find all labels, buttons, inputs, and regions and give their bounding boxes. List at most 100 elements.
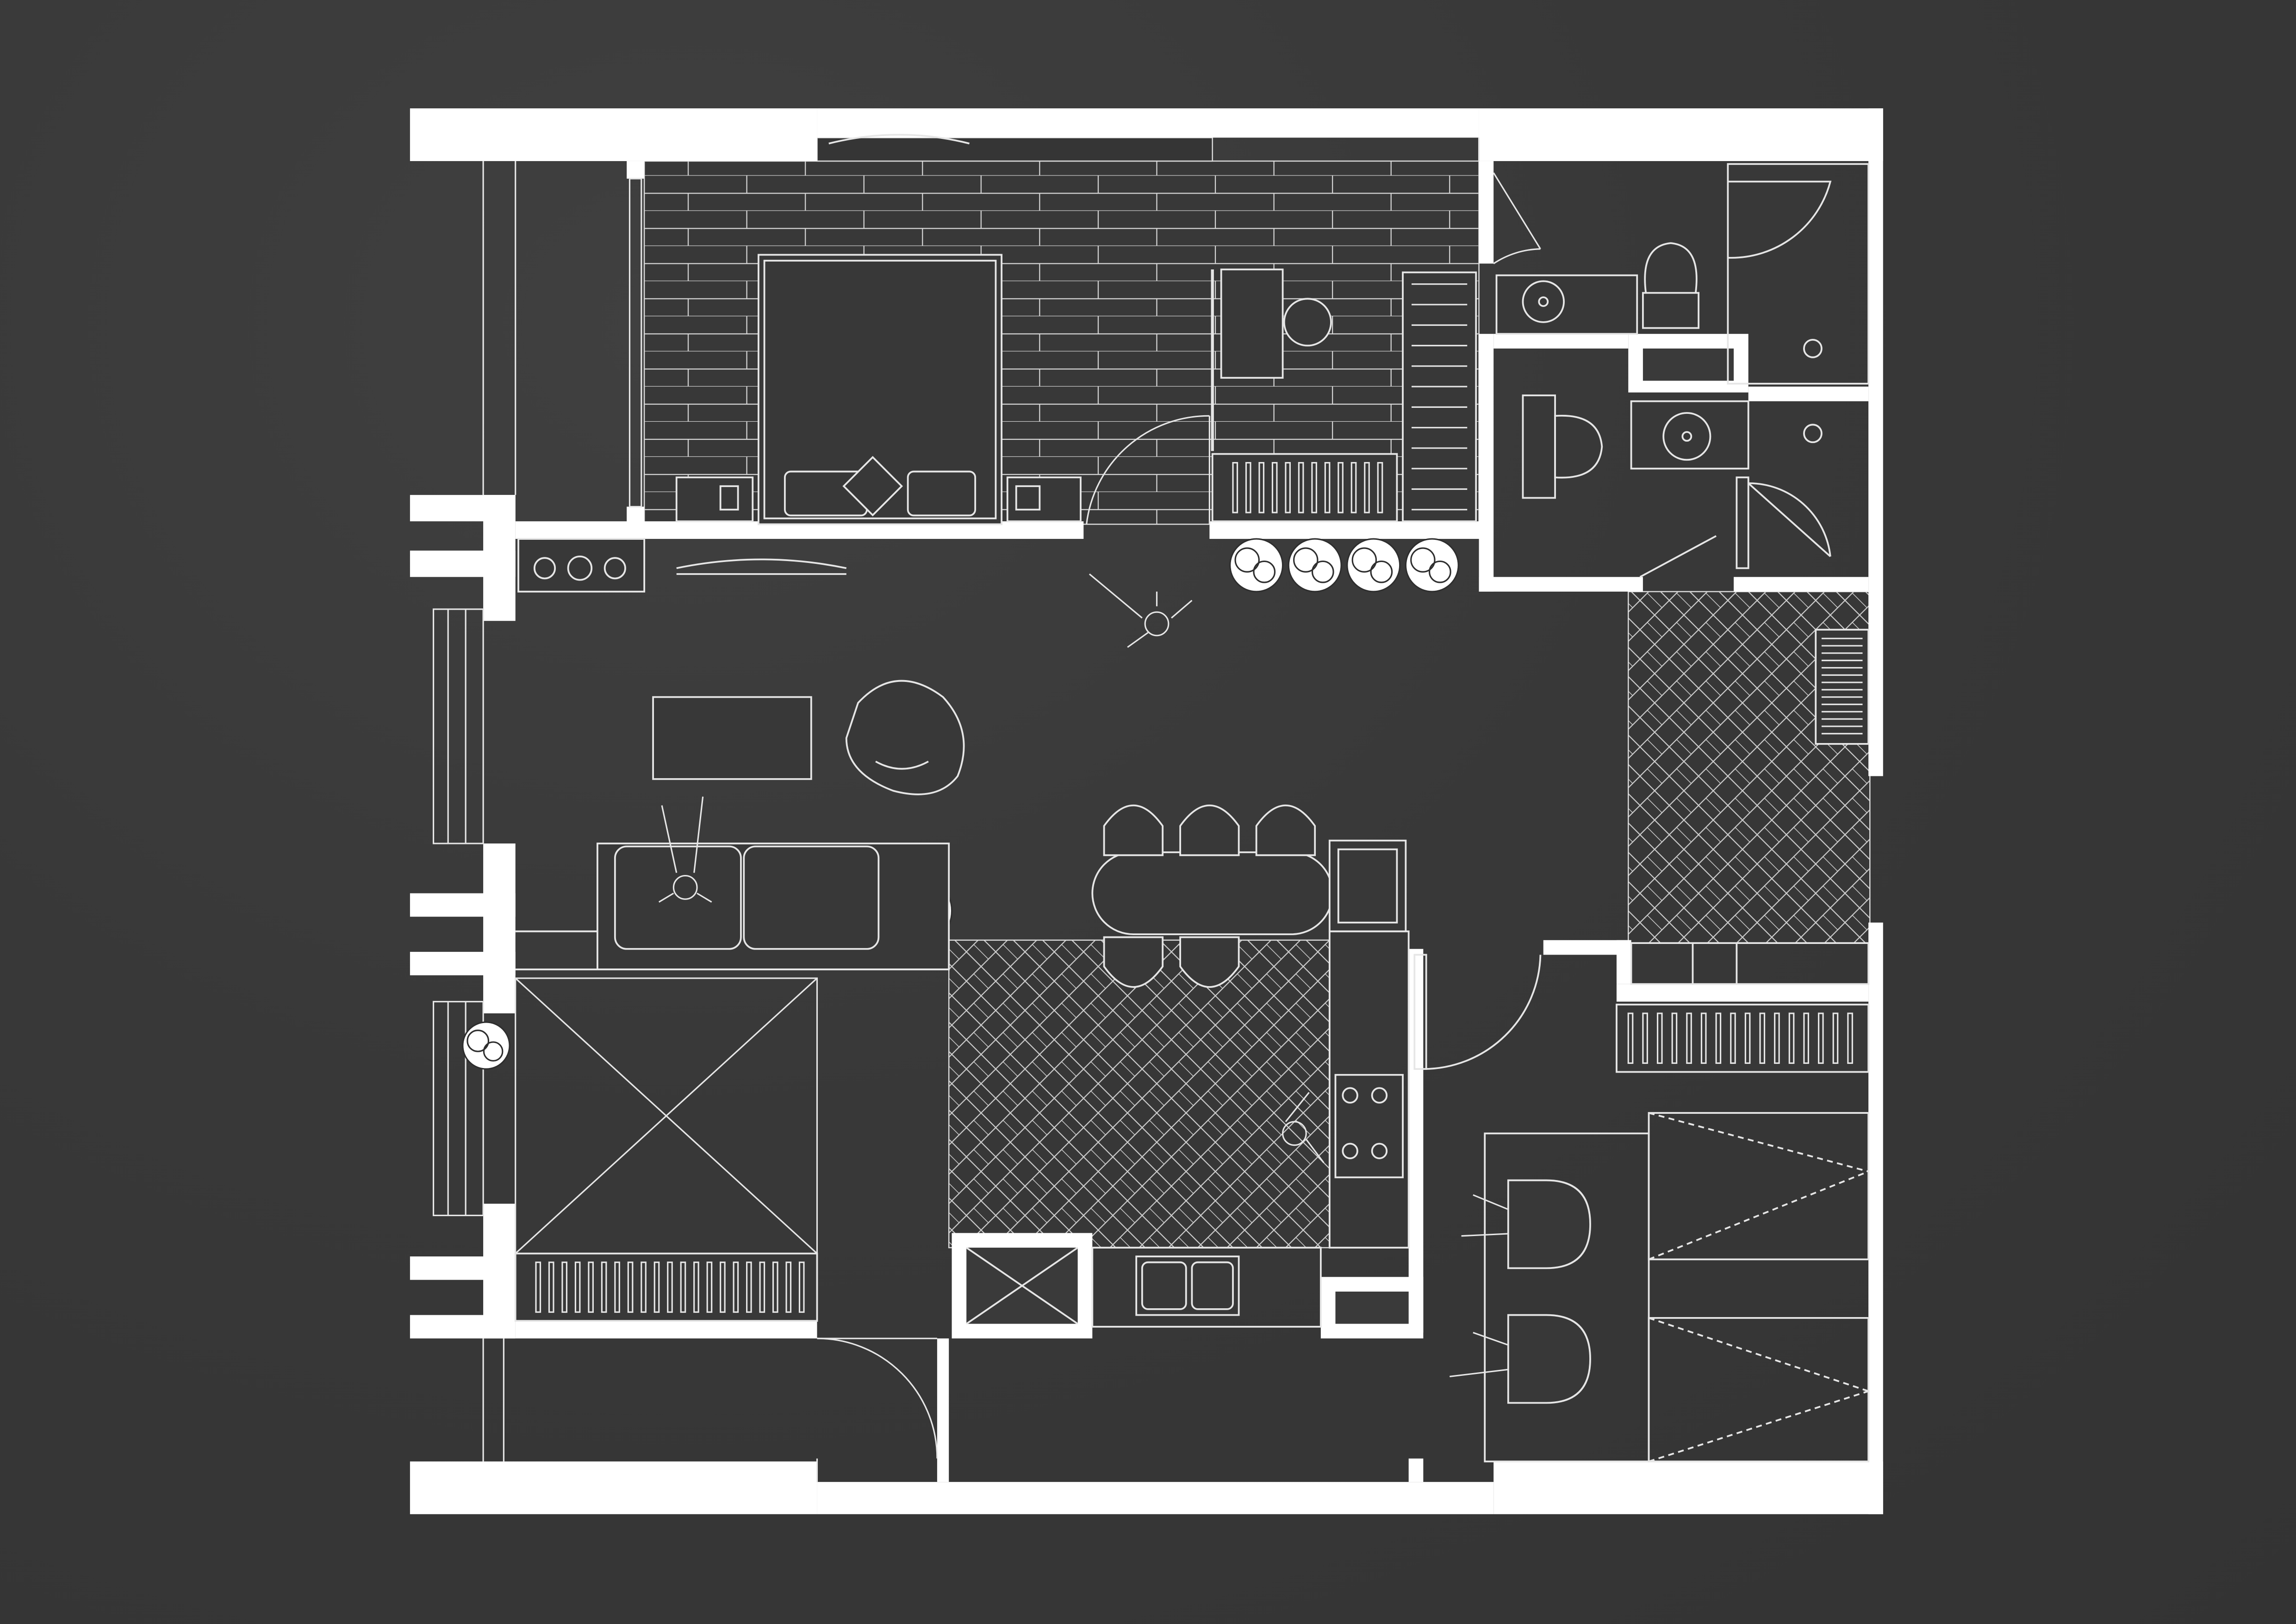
wardrobe-hanger	[1245, 462, 1251, 513]
bar-stool	[1103, 804, 1164, 856]
study-shelf-slat	[653, 1262, 660, 1313]
study	[514, 977, 938, 1482]
study-shelf-slat	[627, 1262, 634, 1313]
wardrobe-hanger	[1338, 462, 1344, 513]
study-shelf-slat	[733, 1262, 739, 1313]
wall-bottom-right	[1493, 1461, 1883, 1514]
kitchen-counter-east	[1328, 930, 1410, 1249]
wardrobe-hanger	[1298, 462, 1304, 513]
bedroom-furniture	[675, 254, 1477, 525]
plant-leaf	[1370, 560, 1393, 583]
storage-cabinet-1	[1648, 1112, 1870, 1261]
wall-bath-divider-inner	[1643, 348, 1734, 381]
study-shelf-slat	[614, 1262, 620, 1313]
wall-hall-stub	[1616, 940, 1631, 984]
wall-bath-bottom-1	[1479, 577, 1643, 592]
wall-south-interior	[515, 1321, 817, 1339]
washbasin-1	[1522, 280, 1565, 323]
living-room-furniture	[515, 680, 965, 970]
storage-shelf-slat	[1700, 1012, 1707, 1064]
wall-bedroom-west-lower	[627, 506, 645, 539]
potted-plant	[1288, 538, 1342, 593]
office-chair-1	[1507, 1179, 1591, 1269]
sofa-cushion-right	[743, 845, 880, 950]
office-desk	[1484, 1132, 1650, 1462]
wardrobe-hanger	[1271, 462, 1278, 513]
wall-top-left	[410, 108, 817, 161]
storage-shelf-slat	[1715, 1012, 1722, 1064]
wall-top-right	[1479, 108, 1883, 161]
potted-plant	[1229, 538, 1284, 593]
vanity-counter-1	[1495, 274, 1638, 335]
wall-right-lower	[1868, 922, 1883, 1514]
bar-stool	[1179, 936, 1240, 988]
wall-top-mid	[817, 108, 1479, 138]
wardrobe-tall	[1402, 271, 1477, 523]
study-shelf-slat	[759, 1262, 765, 1313]
wall-west-pier-3	[483, 1204, 516, 1339]
dining-table	[1091, 851, 1334, 936]
window-bedroom	[628, 178, 642, 508]
cooktop	[1334, 1074, 1404, 1179]
wall-kitchen-box-inner	[1335, 1291, 1409, 1324]
bedroom-door	[1086, 172, 1541, 525]
wall-bath-h	[1748, 387, 1869, 401]
plant-leaf	[1253, 560, 1276, 583]
plant-leaf	[1351, 547, 1377, 573]
potted-plant	[1346, 538, 1401, 593]
lounge-chair	[845, 680, 965, 795]
shower-head-1	[1803, 338, 1823, 358]
kitchen-sink	[1135, 1255, 1240, 1316]
study-shelf-slat	[561, 1262, 568, 1313]
refrigerator-x2	[966, 1247, 1078, 1325]
window-west-1	[432, 608, 484, 844]
wardrobe-hanger	[1377, 462, 1383, 513]
wardrobe	[1211, 453, 1398, 523]
wall-west-pier-2	[483, 843, 516, 1013]
study-shelf-slat	[693, 1262, 699, 1313]
wall-bedroom-south-2	[1209, 521, 1482, 539]
storage-shelf-slat	[1788, 1012, 1795, 1064]
wall-bath-left-lower	[1479, 334, 1494, 592]
kitchen-counter-south	[1091, 1247, 1322, 1328]
planter-box	[1328, 839, 1407, 932]
nightstand-right	[1006, 476, 1082, 523]
plant-leaf	[483, 1041, 504, 1062]
wall-bottom-mid	[817, 1482, 1494, 1514]
hall-rails	[1627, 1012, 1853, 1064]
potted-plant	[1405, 538, 1459, 593]
study-shelf-slat	[785, 1262, 792, 1313]
wall-storage-north	[1616, 984, 1869, 1002]
storage-shelf-slat	[1671, 1012, 1678, 1064]
storage-shelf-slat	[1832, 1012, 1839, 1064]
storage-shelf-slat	[1642, 1012, 1648, 1064]
wardrobe-hanger	[1324, 462, 1331, 513]
storage-shelf-slat	[1627, 1012, 1634, 1064]
study-shelf-slat	[667, 1262, 673, 1313]
storage-shelf-slat	[1656, 1012, 1663, 1064]
storage-cabinet-2	[1648, 1317, 1870, 1462]
plant-leaf	[1410, 547, 1436, 573]
toilet-2	[1554, 414, 1603, 479]
shoe-cabinet	[1815, 629, 1870, 745]
wall-east-lower	[1408, 1458, 1424, 1482]
wall-kitchen-east	[1408, 949, 1424, 1333]
toilet-2-tank	[1522, 394, 1556, 499]
bar-stool	[1103, 936, 1164, 988]
wardrobe-hanger	[1258, 462, 1265, 513]
plant-leaf	[467, 1030, 490, 1052]
storage-shelf-slat	[1774, 1012, 1780, 1064]
storage-shelf-slat	[1817, 1012, 1824, 1064]
wall-bath-left	[1479, 161, 1494, 264]
wardrobe-hanger	[1311, 462, 1317, 513]
dining-area	[1091, 804, 1407, 988]
study-shelf-slat	[720, 1262, 726, 1313]
wardrobe-hanger	[1364, 462, 1370, 513]
windows	[432, 137, 1480, 1462]
walls	[410, 108, 1883, 1514]
office-chair-2	[1507, 1314, 1591, 1404]
study-shelf-slat	[706, 1262, 713, 1313]
desk	[1220, 269, 1284, 379]
study-shelf-slat	[548, 1262, 554, 1313]
